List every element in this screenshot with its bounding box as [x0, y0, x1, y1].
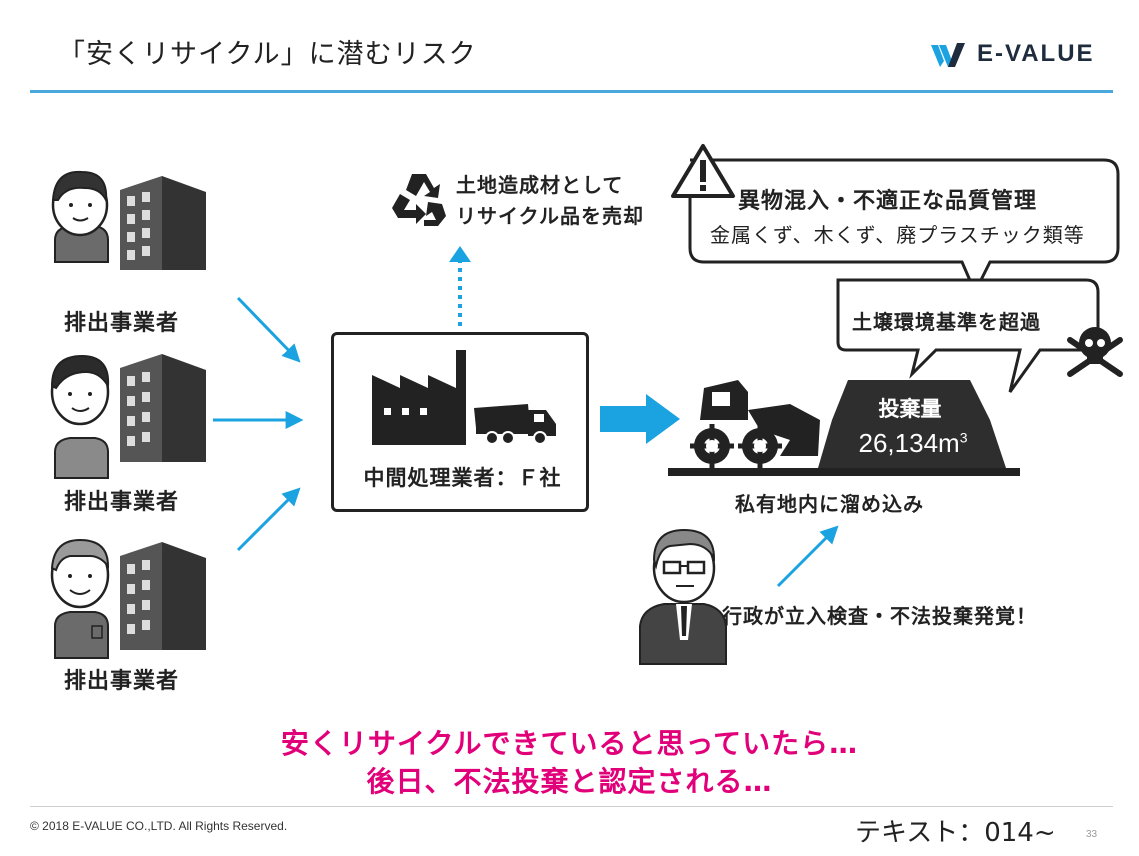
ground [668, 468, 1020, 476]
building-icon [120, 542, 206, 650]
header-rule [30, 90, 1113, 93]
emitter-label-2: 排出事業者 [64, 490, 180, 515]
emitter-3-illustration [50, 538, 206, 659]
page-title: 「安くリサイクル」に潜むリスク [58, 39, 477, 70]
person-icon [50, 538, 110, 659]
official-person-icon [639, 528, 727, 665]
emitter-2-illustration [50, 354, 206, 479]
processor-label: 中間処理業者：Ｆ社 [363, 466, 562, 490]
landfill-site-label: 私有地内に溜め込み [735, 492, 924, 516]
brand-logo: E-VALUE [931, 40, 1095, 68]
page-number: 33 [1086, 829, 1098, 840]
brand-name: E-VALUE [977, 40, 1095, 67]
conclusion-line-1: 安くリサイクルできていると思っていたら… [280, 727, 859, 760]
text-reference: テキスト：014~ [855, 818, 1056, 848]
arrow-inspection [776, 525, 839, 588]
copyright: © 2018 E-VALUE CO.,LTD. All Rights Reser… [30, 819, 288, 833]
emitter-label-3: 排出事業者 [64, 669, 180, 694]
inspection-label: 行政が立入検査・不法投棄発覚！ [722, 604, 1037, 628]
emitter-label-1: 排出事業者 [64, 311, 180, 336]
bulldozer-icon [690, 380, 820, 468]
arrow-emitter-1 [236, 296, 301, 363]
person-icon [50, 354, 110, 479]
processor-box [331, 332, 589, 512]
dumping-volume-unit: 3 [959, 429, 968, 446]
recycle-icon [392, 174, 446, 226]
recycle-line-1: 土地造成材として [456, 173, 624, 197]
soil-warning-text: 土壌環境基準を超過 [852, 310, 1041, 334]
e-value-logo-icon [931, 43, 965, 67]
person-icon [51, 170, 109, 263]
dump-truck-icon [474, 404, 556, 445]
dumping-volume-label: 投棄量 [878, 397, 942, 421]
soil-bubble [836, 278, 1100, 393]
waste-pile [818, 380, 1006, 468]
conclusion-line-2: 後日、不法投棄と認定される… [366, 765, 773, 798]
arrow-emitter-3 [236, 487, 301, 552]
skull-icon [1067, 327, 1123, 377]
factory-icon [372, 350, 466, 445]
dumping-volume-amount: 26,134m3 [833, 428, 993, 459]
dumping-volume-value: 26,134m [858, 428, 960, 458]
arrow-to-landfill [600, 394, 680, 444]
dotted-arrowhead [449, 246, 471, 262]
building-icon [120, 354, 206, 462]
emitter-1-illustration [51, 170, 206, 270]
building-icon [120, 176, 206, 270]
recycle-text: 土地造成材として リサイクル品を売却 [456, 170, 644, 232]
waste-warning-title: 異物混入・不適正な品質管理 [738, 189, 1038, 214]
waste-warning-detail: 金属くず、木くず、廃プラスチック類等 [710, 223, 1085, 247]
footer-rule [30, 806, 1113, 807]
warning-icon [671, 144, 735, 198]
recycle-line-2: リサイクル品を売却 [456, 204, 644, 228]
